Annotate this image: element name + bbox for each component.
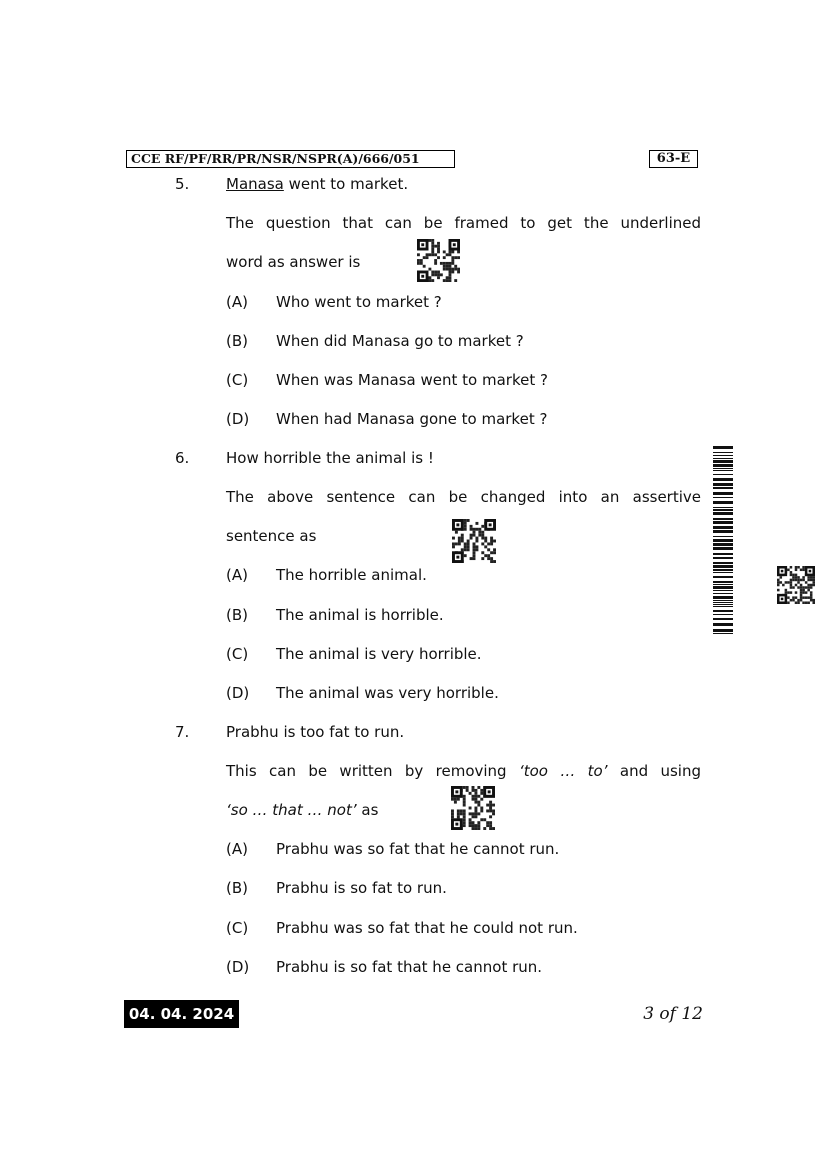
question-prompt: The question that can be framed to get t… bbox=[226, 214, 701, 232]
exam-date-badge: 04. 04. 2024 bbox=[124, 1000, 239, 1028]
question-stem: How horrible the animal is ! bbox=[226, 449, 434, 467]
option-text: The animal is very horrible. bbox=[276, 645, 482, 663]
option-text: When did Manasa go to market ? bbox=[276, 332, 524, 350]
underlined-word: Manasa bbox=[226, 175, 284, 193]
option-label: (C) bbox=[226, 919, 249, 937]
barcode-icon bbox=[713, 446, 733, 635]
question-prompt: This can be written by removing ‘too … t… bbox=[226, 762, 701, 780]
option-label: (D) bbox=[226, 684, 250, 702]
option-text: Who went to market ? bbox=[276, 293, 442, 311]
option-text: Prabhu is so fat that he cannot run. bbox=[276, 958, 543, 976]
question-number: 7. bbox=[175, 723, 190, 741]
qr-code-icon bbox=[452, 519, 496, 563]
question-number: 5. bbox=[175, 175, 190, 193]
question-prompt: word as answer is bbox=[226, 253, 361, 271]
qr-code-icon bbox=[417, 239, 460, 282]
question-prompt: sentence as bbox=[226, 527, 317, 545]
option-text: When was Manasa went to market ? bbox=[276, 371, 548, 389]
option-text: When had Manasa gone to market ? bbox=[276, 410, 548, 428]
option-label: (B) bbox=[226, 332, 248, 350]
qr-code-icon bbox=[777, 566, 815, 604]
option-label: (A) bbox=[226, 293, 248, 311]
option-text: The animal is horrible. bbox=[276, 606, 444, 624]
option-text: Prabhu was so fat that he could not run. bbox=[276, 919, 578, 937]
option-label: (A) bbox=[226, 566, 248, 584]
qr-code-icon bbox=[451, 786, 495, 830]
question-stem: Prabhu is too fat to run. bbox=[226, 723, 405, 741]
option-text: The animal was very horrible. bbox=[276, 684, 499, 702]
question-stem: Manasa went to market. bbox=[226, 175, 409, 193]
exam-code-box: CCE RF/PF/RR/PR/NSR/NSPR(A)/666/051 bbox=[126, 150, 455, 168]
option-label: (B) bbox=[226, 606, 248, 624]
page-number: 3 of 12 bbox=[643, 1004, 703, 1024]
option-label: (A) bbox=[226, 840, 248, 858]
option-label: (B) bbox=[226, 879, 248, 897]
question-prompt: The above sentence can be changed into a… bbox=[226, 488, 701, 506]
paper-code-box: 63-E bbox=[649, 150, 698, 168]
option-text: The horrible animal. bbox=[276, 566, 427, 584]
option-label: (D) bbox=[226, 958, 250, 976]
option-text: Prabhu is so fat to run. bbox=[276, 879, 447, 897]
option-label: (C) bbox=[226, 645, 249, 663]
option-label: (C) bbox=[226, 371, 249, 389]
question-number: 6. bbox=[175, 449, 190, 467]
option-text: Prabhu was so fat that he cannot run. bbox=[276, 840, 560, 858]
option-label: (D) bbox=[226, 410, 250, 428]
question-prompt: ‘so … that … not’ as bbox=[226, 801, 379, 819]
